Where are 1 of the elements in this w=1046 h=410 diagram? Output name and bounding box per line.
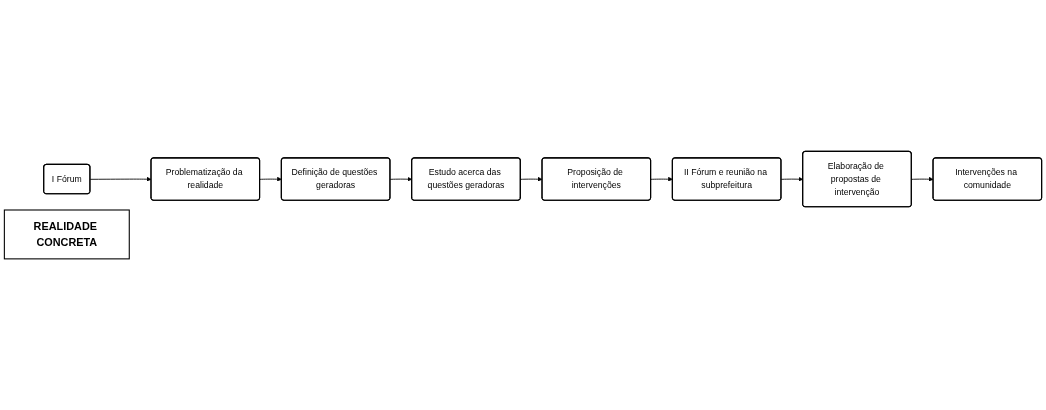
node-box: REALIDADE CONCRETA bbox=[3, 209, 130, 260]
